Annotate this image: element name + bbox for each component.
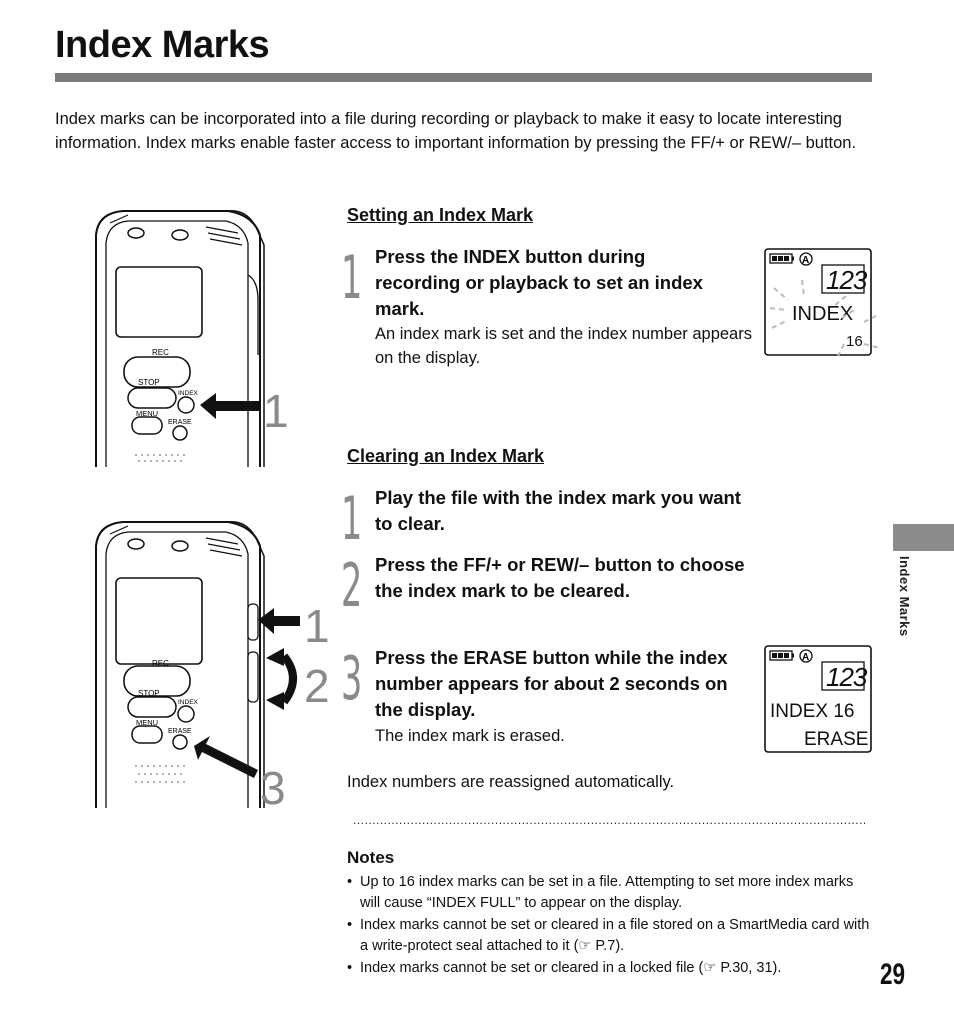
callout-bottom-3: 3 — [260, 762, 286, 808]
page-title: Index Marks — [55, 24, 270, 66]
rec-label: REC — [152, 348, 169, 357]
heading-clearing-index-mark: Clearing an Index Mark — [347, 446, 545, 466]
reassign-note: Index numbers are reassigned automatical… — [347, 773, 675, 791]
clearing-step-3-text: Press the ERASE button while the index n… — [375, 647, 728, 720]
note-item: Index marks cannot be set or cleared in … — [347, 915, 877, 957]
setting-step-1-sub: An index mark is set and the index numbe… — [375, 325, 752, 367]
note-item: Index marks cannot be set or cleared in … — [347, 958, 877, 979]
recorder-illustration-index: REC STOP INDEX MENU ERASE 1 — [95, 210, 289, 467]
note-item: Up to 16 index marks can be set in a fil… — [347, 872, 877, 914]
clearing-step-3-number: 3 — [341, 644, 363, 714]
lcd-display-index-set: A 123 INDEX 16 — [764, 248, 881, 357]
clearing-step-1-number: 1 — [341, 484, 363, 554]
notes-title: Notes — [347, 848, 395, 867]
index-label: INDEX — [178, 390, 199, 397]
heading-setting-index-mark: Setting an Index Mark — [347, 205, 534, 225]
battery-icon — [769, 650, 794, 661]
callout-bottom-2: 2 — [304, 660, 328, 712]
clearing-step-2-text: Press the FF/+ or REW/– button to choose… — [375, 554, 745, 601]
setting-step-1-text: Press the INDEX button during recording … — [375, 246, 703, 319]
menu-label: MENU — [136, 409, 158, 418]
callout-top-1: 1 — [263, 385, 289, 437]
lcd-display-erase: A 123 INDEX 16 ERASE — [764, 645, 872, 753]
notes-list: Up to 16 index marks can be set in a fil… — [347, 872, 877, 980]
lcd-index-number: 16 — [846, 333, 863, 350]
erase-label: ERASE — [168, 419, 192, 426]
lcd-mode-a-2: A — [802, 652, 809, 663]
menu-label-2: MENU — [136, 718, 158, 727]
lcd-erase-status: ERASE — [804, 729, 868, 750]
side-tab-label: Index Marks — [897, 556, 912, 637]
blink-rays-icon — [769, 279, 881, 357]
lcd-index-label: INDEX — [792, 303, 853, 325]
recorder-illustration-erase: REC STOP INDEX MENU ERASE 1 2 3 — [95, 521, 328, 808]
lcd-counter-2: 123 — [826, 662, 868, 692]
stop-label-2: STOP — [138, 689, 160, 698]
clearing-step-2-number: 2 — [341, 551, 363, 621]
callout-bottom-1: 1 — [304, 600, 328, 652]
intro-paragraph: Index marks can be incorporated into a f… — [55, 110, 857, 152]
lcd-mode-a: A — [802, 255, 809, 266]
title-rule — [55, 73, 872, 82]
dotted-separator: ........................................… — [353, 813, 865, 827]
erase-label-2: ERASE — [168, 728, 192, 735]
clearing-step-1-text: Play the file with the index mark you wa… — [375, 487, 741, 534]
side-tab — [893, 524, 954, 551]
lcd-index-16: INDEX 16 — [770, 701, 854, 722]
rec-label-2: REC — [152, 659, 169, 668]
index-label-2: INDEX — [178, 699, 199, 706]
page-number: 29 — [880, 958, 906, 991]
stop-label: STOP — [138, 378, 160, 387]
clearing-step-3-sub: The index mark is erased. — [375, 727, 565, 745]
lcd-counter: 123 — [826, 265, 868, 295]
setting-step-1-number: 1 — [341, 243, 363, 313]
battery-icon — [769, 253, 794, 264]
